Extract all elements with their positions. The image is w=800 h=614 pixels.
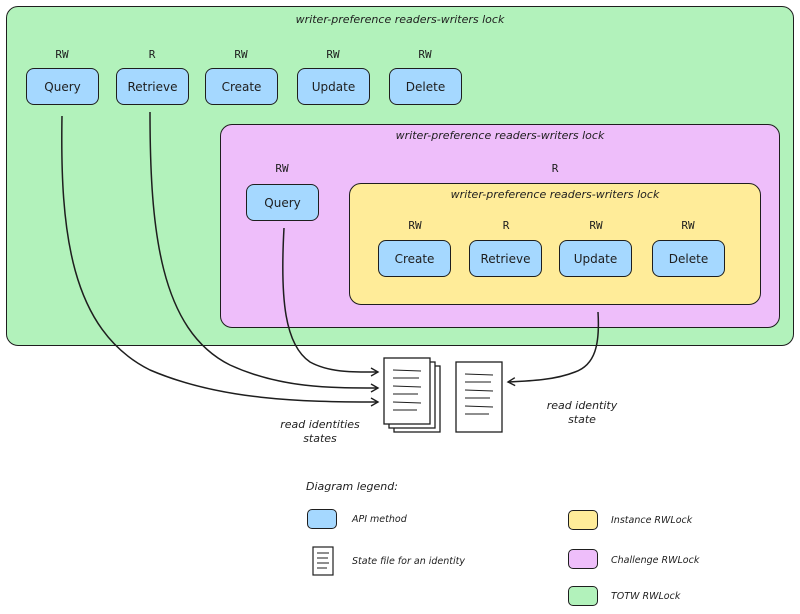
instance-perm-delete: RW (681, 219, 695, 232)
totw-create-button[interactable]: Create (205, 68, 278, 105)
legend-state-file-label: State file for an identity (352, 556, 465, 567)
arrow-totw-query (61, 115, 380, 407)
instance-create-button[interactable]: Create (378, 240, 451, 277)
legend-state-file-icon (312, 546, 334, 576)
legend-totw-swatch (568, 586, 598, 606)
instance-perm-update: RW (589, 219, 603, 232)
instance-perm: R (551, 162, 559, 175)
single-state-caption: read identity state (517, 399, 647, 427)
legend-api-swatch (307, 509, 337, 529)
totw-retrieve-button[interactable]: Retrieve (116, 68, 189, 105)
stacked-state-files-icon (383, 357, 441, 433)
legend-challenge-label: Challenge RWLock (611, 555, 700, 566)
instance-perm-create: RW (408, 219, 422, 232)
arrow-challenge-query (282, 227, 380, 377)
totw-perm-query: RW (55, 48, 69, 61)
legend-challenge-swatch (568, 549, 598, 569)
single-state-caption-line1: read identity (546, 399, 618, 412)
multi-state-caption-line2: states (303, 432, 337, 445)
totw-delete-button[interactable]: Delete (389, 68, 462, 105)
single-state-caption-line2: state (568, 413, 596, 426)
instance-lock-title: writer-preference readers-writers lock (450, 188, 660, 201)
legend-title: Diagram legend: (306, 480, 398, 493)
legend-instance-swatch (568, 510, 598, 530)
arrow-instance-update (506, 311, 600, 387)
multi-state-caption-line1: read identities (280, 418, 360, 431)
legend-instance-label: Instance RWLock (611, 515, 693, 526)
totw-perm-delete: RW (418, 48, 432, 61)
instance-update-button[interactable]: Update (559, 240, 632, 277)
totw-query-button[interactable]: Query (26, 68, 99, 105)
legend-totw-label: TOTW RWLock (611, 591, 681, 602)
challenge-perm-query: RW (275, 162, 289, 175)
multi-state-caption: read identities states (255, 418, 385, 446)
legend-api-label: API method (352, 514, 407, 525)
totw-perm-update: RW (326, 48, 340, 61)
totw-perm-create: RW (234, 48, 248, 61)
challenge-query-button[interactable]: Query (246, 184, 319, 221)
instance-perm-retrieve: R (502, 219, 510, 232)
totw-update-button[interactable]: Update (297, 68, 370, 105)
arrow-totw-retrieve (149, 111, 380, 393)
instance-retrieve-button[interactable]: Retrieve (469, 240, 542, 277)
single-state-file-icon (455, 361, 503, 433)
challenge-lock-title: writer-preference readers-writers lock (395, 129, 605, 142)
totw-perm-retrieve: R (148, 48, 156, 61)
instance-delete-button[interactable]: Delete (652, 240, 725, 277)
totw-lock-title: writer-preference readers-writers lock (295, 13, 505, 26)
